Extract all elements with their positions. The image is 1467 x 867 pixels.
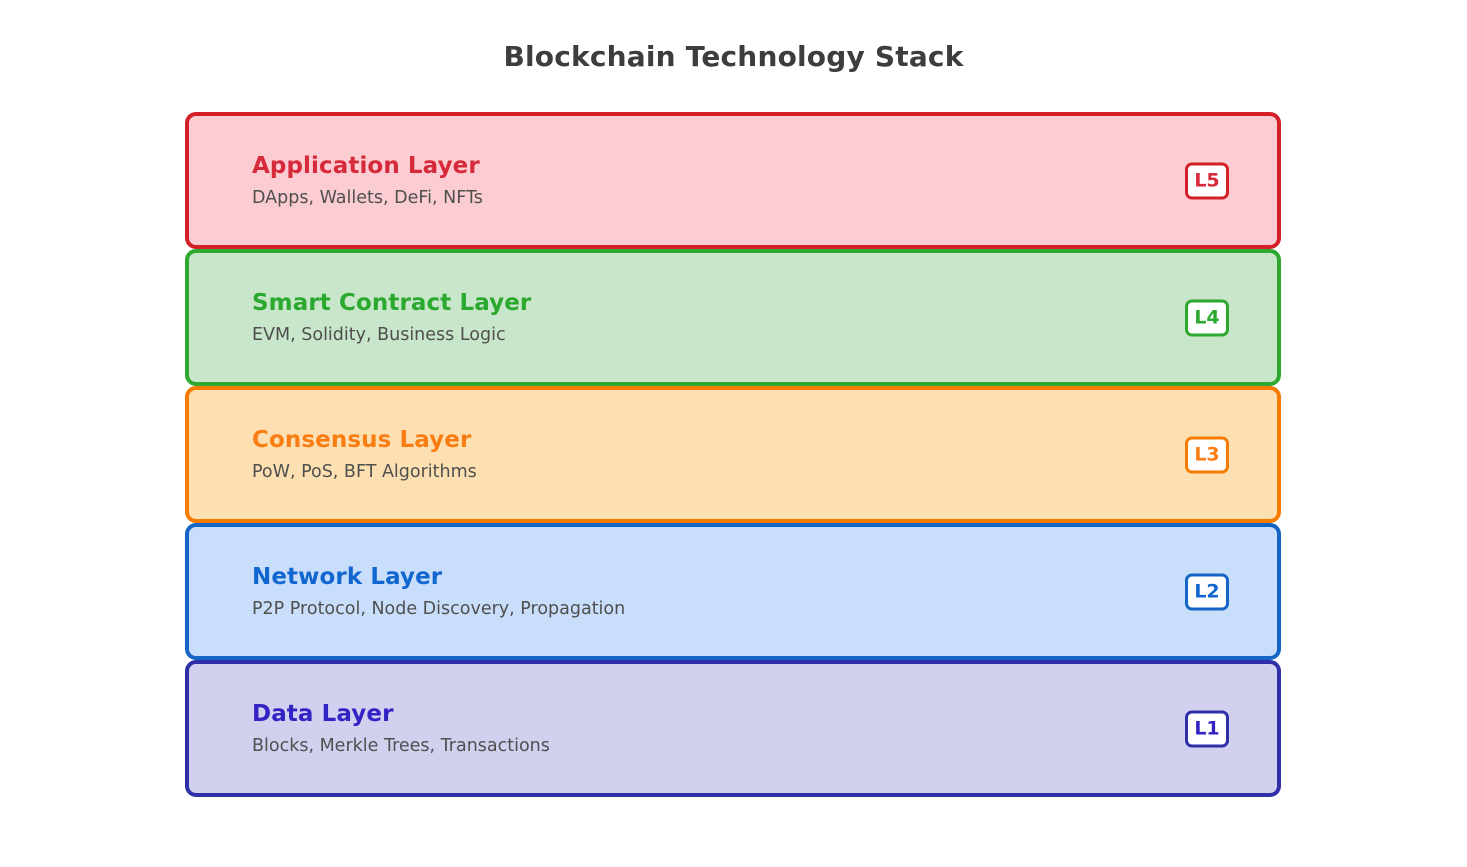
layer-title: Network Layer — [252, 563, 443, 590]
layer-title: Consensus Layer — [252, 426, 472, 453]
layer-title: Smart Contract Layer — [252, 289, 532, 316]
layer-badge-l1: L1 — [1185, 710, 1229, 747]
layer-subtitle: P2P Protocol, Node Discovery, Propagatio… — [252, 599, 626, 620]
layer-badge-l2: L2 — [1185, 573, 1229, 610]
layer-subtitle: Blocks, Merkle Trees, Transactions — [252, 736, 550, 757]
layer-badge-l4: L4 — [1185, 299, 1229, 336]
layer-title: Application Layer — [252, 152, 480, 179]
layer-badge-l5: L5 — [1185, 162, 1229, 199]
page-title: Blockchain Technology Stack — [503, 40, 964, 73]
layer-subtitle: PoW, PoS, BFT Algorithms — [252, 462, 477, 483]
layer-title: Data Layer — [252, 700, 394, 727]
layer-subtitle: DApps, Wallets, DeFi, NFTs — [252, 188, 483, 209]
layer-subtitle: EVM, Solidity, Business Logic — [252, 325, 506, 346]
layer-badge-l3: L3 — [1185, 436, 1229, 473]
